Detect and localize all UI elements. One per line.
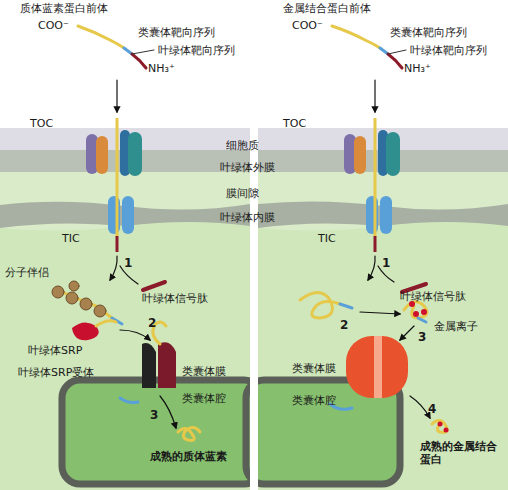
part-label: 叶绿体靶向序列 bbox=[158, 44, 235, 57]
part-label: 叶绿体内膜 bbox=[220, 211, 275, 224]
part-label: 类囊体靶向序列 bbox=[138, 26, 215, 39]
callout-number: 3 bbox=[150, 408, 158, 422]
part-label: NH₃⁺ bbox=[404, 62, 431, 75]
part-label: COO⁻ bbox=[292, 19, 323, 32]
part-label: 叶绿体SRP受体 bbox=[18, 366, 94, 379]
toc-tic-right bbox=[344, 118, 400, 252]
part-label: COO⁻ bbox=[38, 19, 69, 32]
part-label: 类囊体膜 bbox=[292, 362, 336, 375]
right-panel bbox=[246, 128, 508, 490]
part-label: 类囊体腔 bbox=[182, 392, 226, 405]
part-label: TIC bbox=[62, 232, 80, 245]
callout-number: 1 bbox=[124, 256, 132, 270]
part-label: 叶绿体靶向序列 bbox=[410, 44, 487, 57]
part-label: 金属结合蛋白前体 bbox=[283, 2, 371, 15]
part-label: 金属离子 bbox=[434, 320, 478, 333]
callout-number: 3 bbox=[418, 330, 426, 344]
part-label: 类囊体腔 bbox=[292, 394, 336, 407]
callout-number: 4 bbox=[428, 402, 436, 416]
part-label: 类囊体靶向序列 bbox=[390, 26, 467, 39]
part-label: NH₃⁺ bbox=[148, 62, 175, 75]
part-label: 叶绿体信号肽 bbox=[142, 292, 208, 305]
part-label: 叶绿体信号肽 bbox=[400, 290, 466, 303]
part-label: 叶绿体外膜 bbox=[220, 161, 275, 174]
callout-number: 1 bbox=[382, 256, 390, 270]
part-label: 细胞质 bbox=[226, 139, 259, 152]
part-label: TOC bbox=[30, 117, 53, 130]
callout-number: 2 bbox=[148, 316, 156, 330]
part-label: 质体蓝素蛋白前体 bbox=[20, 2, 108, 15]
left-panel bbox=[0, 128, 262, 490]
part-label: TIC bbox=[318, 232, 336, 245]
part-label: TOC bbox=[283, 117, 306, 130]
part-label: 分子伴侣 bbox=[5, 266, 49, 279]
part-label: 成熟的金属结合蛋白 bbox=[420, 440, 500, 466]
part-label: 膜间隙 bbox=[226, 187, 259, 200]
part-label: 类囊体膜 bbox=[182, 365, 226, 378]
toc-complex bbox=[86, 118, 142, 252]
callout-number: 2 bbox=[340, 318, 348, 332]
part-label: 成熟的质体蓝素 bbox=[150, 450, 227, 463]
part-label: 叶绿体SRP bbox=[28, 344, 82, 357]
